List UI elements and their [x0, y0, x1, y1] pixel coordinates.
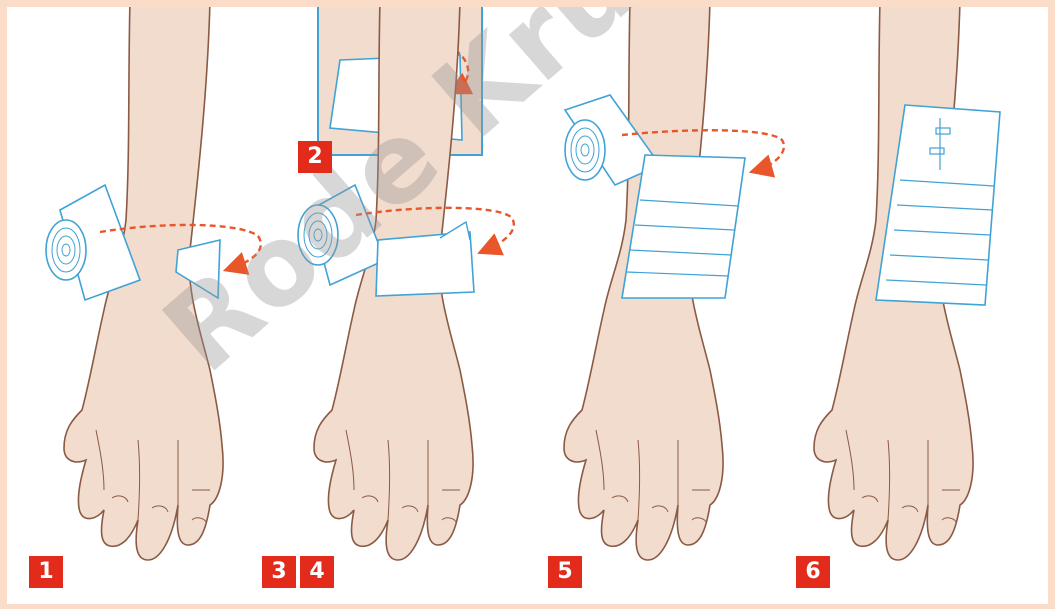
panel-1 — [46, 0, 261, 560]
step-label-4: 4 — [300, 556, 334, 588]
step-label-5: 5 — [548, 556, 582, 588]
step-label-6: 6 — [796, 556, 830, 588]
step-label-1: 1 — [29, 556, 63, 588]
panel-5 — [564, 0, 784, 560]
step-label-2: 2 — [298, 141, 332, 173]
panel-6 — [814, 0, 1000, 560]
step-label-3: 3 — [262, 556, 296, 588]
